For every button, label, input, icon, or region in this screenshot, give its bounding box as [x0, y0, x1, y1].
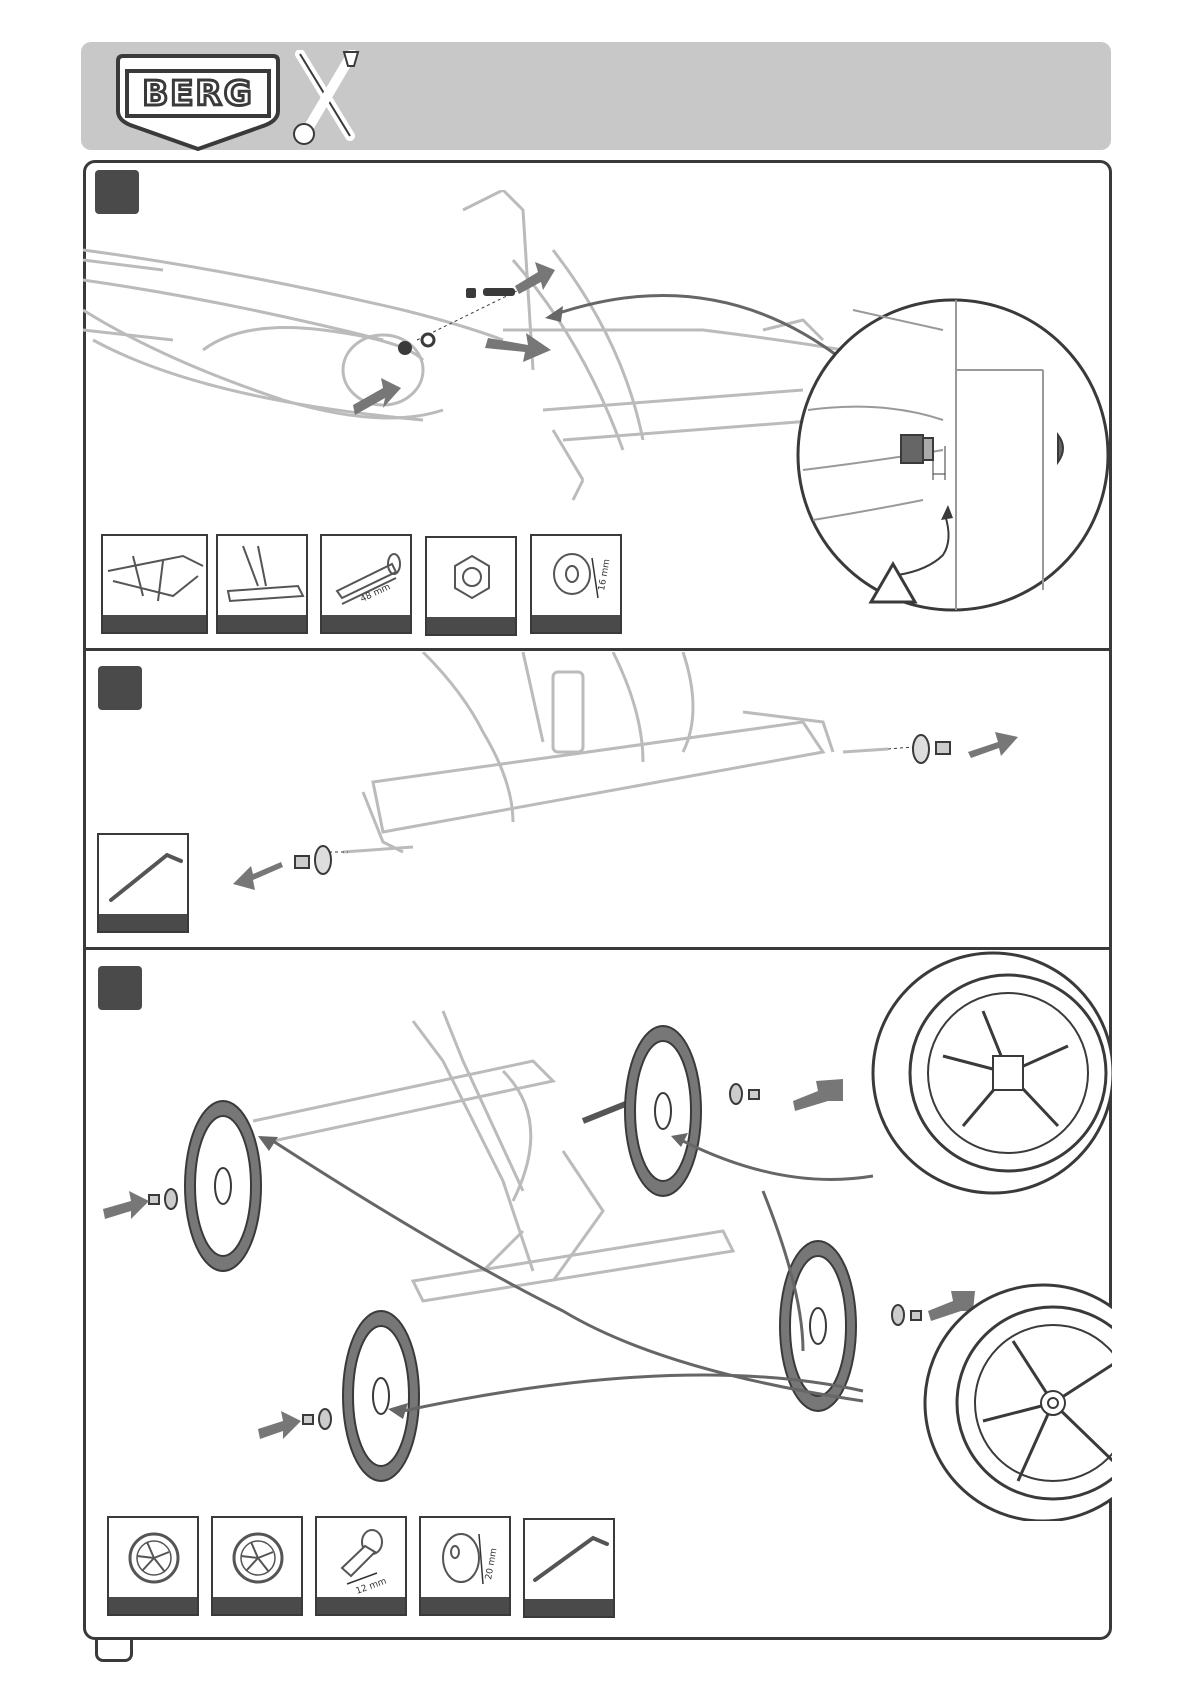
part-thumb-washer: 20 mm — [419, 1516, 511, 1616]
part-thumb-axle-bolt: 12 mm — [315, 1516, 407, 1616]
page-tab — [95, 1640, 133, 1662]
part-thumb-wheel-rear — [211, 1516, 303, 1616]
wheel-right-bottom — [780, 1241, 856, 1411]
part-thumb-frame — [101, 534, 208, 634]
wheel-detail-top — [873, 953, 1112, 1193]
logo-text: BERG — [142, 74, 253, 114]
step-2-illustration — [83, 652, 1112, 947]
wrench-screwdriver-icon — [292, 50, 362, 150]
part-thumb-bolt: 48 mm — [320, 534, 412, 634]
part-thumb-spacer: 16 mm — [530, 534, 622, 634]
wheel-left-bottom — [343, 1311, 419, 1481]
berg-logo: BERG — [113, 51, 283, 155]
spacer-size-label: 16 mm — [597, 558, 612, 591]
washer-size-label: 20 mm — [484, 1547, 499, 1580]
part-thumb-allen-key — [97, 833, 189, 933]
part-thumb-wheel-front — [107, 1516, 199, 1616]
step-3-illustration — [83, 951, 1112, 1521]
wheel-left-top — [185, 1101, 261, 1271]
part-thumb-rear-frame — [216, 534, 308, 634]
part-thumb-lock-nut — [425, 536, 517, 636]
bolt-length-label: 48 mm — [359, 582, 392, 605]
wheel-right-top — [625, 1026, 701, 1196]
wheel-detail-bottom — [925, 1285, 1112, 1521]
step-divider — [83, 947, 1112, 950]
part-thumb-allen-key — [523, 1518, 615, 1618]
